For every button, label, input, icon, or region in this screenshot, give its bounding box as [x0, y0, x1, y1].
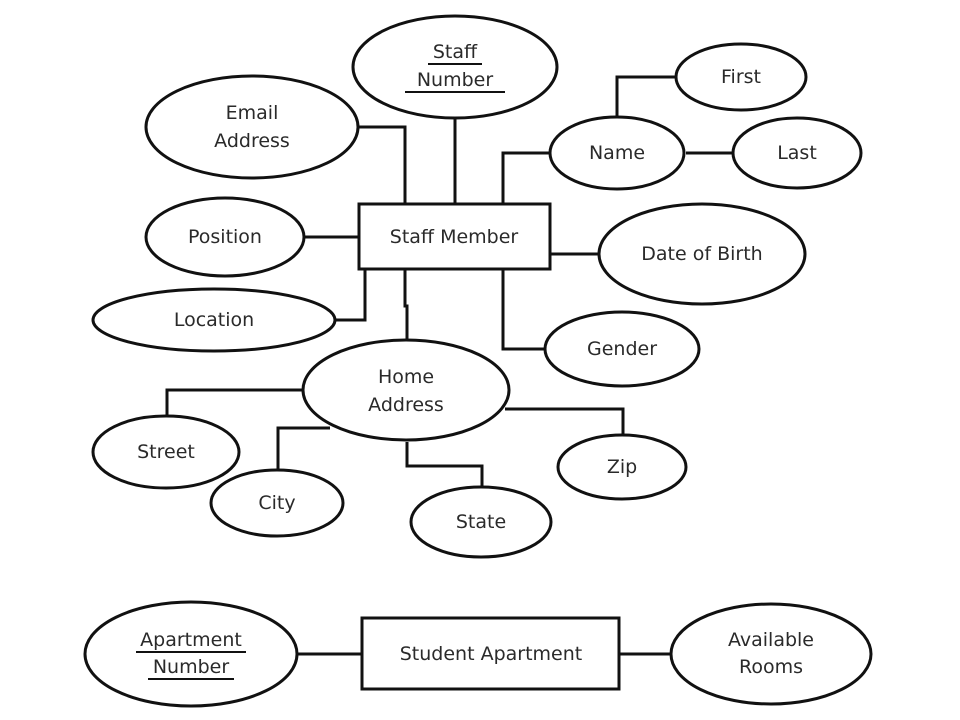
- attribute-available-rooms: Available Rooms: [669, 602, 873, 706]
- attribute-label: State: [456, 511, 506, 533]
- entity-box: [360, 616, 621, 691]
- connector-gender: [501, 268, 546, 351]
- attribute-label-line-2: Rooms: [739, 656, 803, 678]
- attribute-label-line-2: Address: [368, 394, 444, 416]
- attribute-ellipse: [144, 74, 360, 180]
- attribute-label-line-1: Apartment: [140, 629, 242, 651]
- attribute-zip: Zip: [556, 433, 688, 501]
- attribute-state: State: [409, 485, 553, 559]
- attribute-name: Name: [548, 115, 686, 191]
- attribute-city: City: [209, 468, 345, 538]
- connector-first: [615, 75, 677, 117]
- attribute-ellipse: [731, 116, 863, 190]
- attribute-label: Last: [777, 142, 817, 164]
- attribute-ellipse: [409, 485, 553, 559]
- attribute-label: Name: [589, 142, 645, 164]
- attribute-label: City: [258, 492, 295, 514]
- attribute-location: Location: [91, 287, 337, 353]
- connector-zip: [505, 407, 625, 438]
- attribute-email-address: Email Address: [144, 74, 360, 180]
- attribute-ellipse: [556, 433, 688, 501]
- attribute-ellipse: [91, 414, 241, 490]
- entity-label: Student Apartment: [400, 643, 583, 665]
- entity-student-apartment: Student Apartment: [360, 616, 621, 691]
- attribute-ellipse: [351, 14, 559, 120]
- connector-street: [165, 388, 307, 418]
- attribute-ellipse: [144, 196, 306, 278]
- attribute-ellipse: [209, 468, 345, 538]
- attribute-ellipse: [669, 602, 873, 706]
- connector-location: [336, 268, 367, 322]
- connector-state: [405, 442, 484, 492]
- attribute-first: First: [674, 42, 808, 112]
- attribute-label: First: [721, 66, 761, 88]
- attribute-ellipse: [674, 42, 808, 112]
- attribute-label-line-2: Number: [153, 656, 230, 678]
- connector-email-address: [354, 125, 407, 205]
- attribute-date-of-birth: Date of Birth: [597, 202, 807, 306]
- attribute-home-address: Home Address: [301, 338, 511, 442]
- connector-lines: [165, 75, 735, 656]
- attribute-apartment-number: Apartment Number: [83, 600, 299, 708]
- entity-staff-member: Staff Member: [357, 202, 552, 271]
- attribute-gender: Gender: [543, 310, 701, 388]
- connector-home-address: [403, 268, 409, 341]
- attribute-ellipse: [597, 202, 807, 306]
- attribute-label: Date of Birth: [641, 243, 762, 265]
- attribute-label-line-1: Staff: [433, 41, 478, 63]
- attribute-label-line-1: Home: [378, 366, 434, 388]
- entity-label: Staff Member: [390, 226, 519, 248]
- attribute-ellipse: [548, 115, 686, 191]
- attribute-label-line-1: Available: [728, 629, 814, 651]
- attribute-street: Street: [91, 414, 241, 490]
- attribute-label: Gender: [587, 338, 657, 360]
- attribute-label-line-1: Email: [226, 102, 279, 124]
- attribute-ellipse: [83, 600, 299, 708]
- entity-box: [357, 202, 552, 271]
- attribute-position: Position: [144, 196, 306, 278]
- attribute-label: Street: [137, 441, 195, 463]
- attribute-label-line-2: Address: [214, 130, 290, 152]
- attribute-label: Location: [174, 309, 254, 331]
- attribute-ellipse: [301, 338, 511, 442]
- attribute-ellipse: [543, 310, 701, 388]
- attribute-label-line-2: Number: [417, 69, 494, 91]
- attribute-label: Zip: [607, 456, 637, 478]
- connector-name: [501, 151, 552, 205]
- connector-city: [276, 426, 330, 472]
- attribute-last: Last: [731, 116, 863, 190]
- attribute-staff-number: Staff Number: [351, 14, 559, 120]
- attribute-ellipse: [91, 287, 337, 353]
- attribute-label: Position: [188, 226, 262, 248]
